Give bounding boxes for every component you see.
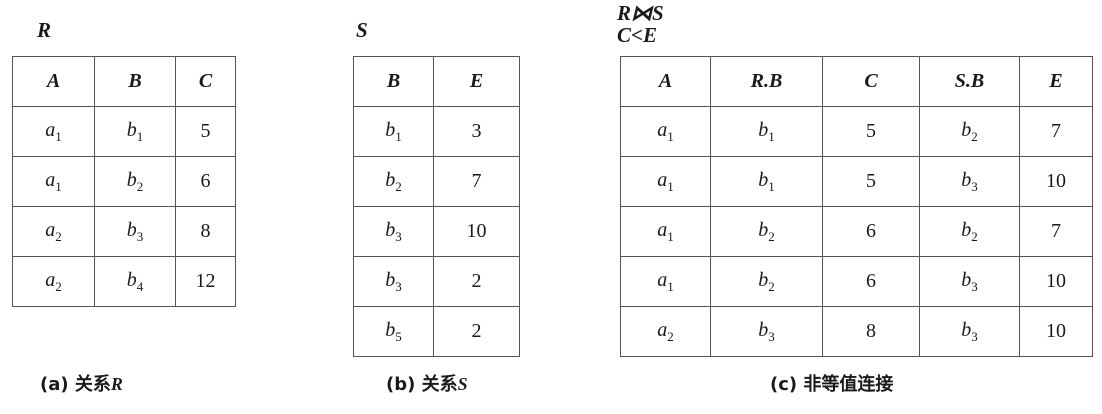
column-header: S.B [919, 56, 1020, 107]
column-header: C [175, 56, 236, 107]
table-cell: b2 [710, 256, 823, 307]
table-cell: b1 [94, 106, 176, 157]
table-cell: 6 [822, 256, 920, 307]
table-cell: 7 [433, 156, 520, 207]
table-cell: b3 [94, 206, 176, 257]
table-cell: a2 [12, 206, 95, 257]
join-label: R⋈S C<E [617, 2, 664, 46]
table-cell: a1 [620, 106, 711, 157]
table-cell: a1 [12, 106, 95, 157]
relation-s-caption: (b) 关系S [386, 374, 468, 395]
table-cell: a2 [620, 306, 711, 357]
join-result-caption: (c) 非等值连接 [770, 374, 894, 395]
table-cell: 7 [1019, 206, 1093, 257]
table-cell: 10 [1019, 156, 1093, 207]
relation-r-caption: (a) 关系R [40, 374, 123, 395]
table-cell: b5 [353, 306, 434, 357]
table-cell: a1 [12, 156, 95, 207]
table-cell: b2 [919, 206, 1020, 257]
table-cell: 10 [1019, 256, 1093, 307]
column-header: C [822, 56, 920, 107]
table-cell: a1 [620, 156, 711, 207]
table-cell: b2 [94, 156, 176, 207]
table-cell: 6 [822, 206, 920, 257]
table-cell: b4 [94, 256, 176, 307]
table-cell: b3 [919, 256, 1020, 307]
join-operator-label: R⋈S [617, 1, 664, 25]
table-cell: b3 [919, 306, 1020, 357]
table-cell: b1 [353, 106, 434, 157]
table-cell: a1 [620, 206, 711, 257]
table-cell: 7 [1019, 106, 1093, 157]
table-cell: 2 [433, 306, 520, 357]
table-cell: b3 [710, 306, 823, 357]
join-condition-label: C<E [617, 23, 657, 47]
table-cell: 5 [822, 106, 920, 157]
column-header: B [353, 56, 434, 107]
table-cell: 5 [822, 156, 920, 207]
table-cell: 10 [433, 206, 520, 257]
column-header: B [94, 56, 176, 107]
column-header: E [1019, 56, 1093, 107]
table-cell: b2 [353, 156, 434, 207]
table-cell: b2 [710, 206, 823, 257]
table-cell: 6 [175, 156, 236, 207]
table-cell: b3 [353, 256, 434, 307]
table-cell: a2 [12, 256, 95, 307]
column-header: R.B [710, 56, 823, 107]
table-cell: b1 [710, 156, 823, 207]
table-cell: 2 [433, 256, 520, 307]
table-cell: 5 [175, 106, 236, 157]
table-cell: b1 [710, 106, 823, 157]
table-cell: b2 [919, 106, 1020, 157]
table-cell: 12 [175, 256, 236, 307]
table-cell: b3 [353, 206, 434, 257]
table-cell: 8 [822, 306, 920, 357]
table-cell: 8 [175, 206, 236, 257]
table-cell: a1 [620, 256, 711, 307]
relation-s-label: S [356, 18, 368, 42]
table-cell: 10 [1019, 306, 1093, 357]
column-header: A [620, 56, 711, 107]
column-header: E [433, 56, 520, 107]
relation-r-label: R [37, 18, 52, 42]
table-cell: 3 [433, 106, 520, 157]
column-header: A [12, 56, 95, 107]
table-cell: b3 [919, 156, 1020, 207]
